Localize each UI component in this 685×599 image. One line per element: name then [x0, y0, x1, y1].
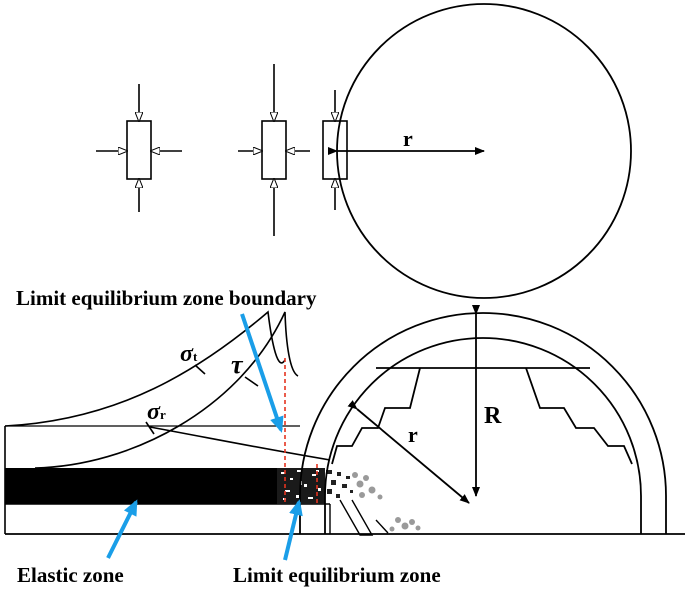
- tunnel-radius-r-arrow: [347, 400, 470, 504]
- boundary-pointer: [240, 313, 284, 433]
- limit-zone-pointer: [283, 499, 303, 561]
- limit-zone-label: Limit equilibrium zone: [233, 563, 441, 587]
- stress-curves: [4, 310, 331, 469]
- sigma-t-curve: [4, 310, 286, 427]
- radius-label-big: R: [484, 403, 502, 429]
- tunnel-inner-arch: [324, 337, 642, 534]
- elastic-zone-band: [5, 468, 277, 504]
- boundary-label: Limit equilibrium zone boundary: [16, 286, 317, 310]
- sigma-r-label: σr: [147, 400, 166, 424]
- radius-label-tunnel: r: [408, 422, 418, 447]
- sigma-r-curve: [149, 426, 331, 461]
- right-steps: [525, 367, 633, 465]
- tunnel-outer-arch: [299, 312, 667, 534]
- sigma-t-label: σt: [180, 342, 197, 366]
- sigma-t-subscript: t: [192, 349, 198, 364]
- limit-zone-rubble: [277, 468, 421, 536]
- boundary-dashed-lines: [284, 358, 318, 504]
- rock-bands: [4, 425, 330, 534]
- stress-element-2: [238, 64, 310, 236]
- tau-curve: [34, 311, 299, 469]
- sigma-t-leader: [194, 364, 206, 375]
- elastic-zone-label: Elastic zone: [17, 563, 124, 587]
- pointer-arrows: [106, 313, 303, 561]
- sigma-r-subscript: r: [159, 407, 166, 422]
- radius-label-top: r: [403, 126, 413, 151]
- tau-label: τ: [231, 350, 243, 379]
- sigma-r-leader: [145, 421, 155, 435]
- elastic-zone-pointer: [106, 499, 138, 559]
- stress-element-1: [96, 84, 182, 212]
- tau-leader: [244, 376, 259, 387]
- sigma-r-symbol: σ: [147, 399, 160, 425]
- sigma-t-symbol: σ: [180, 341, 193, 367]
- left-steps: [331, 367, 421, 465]
